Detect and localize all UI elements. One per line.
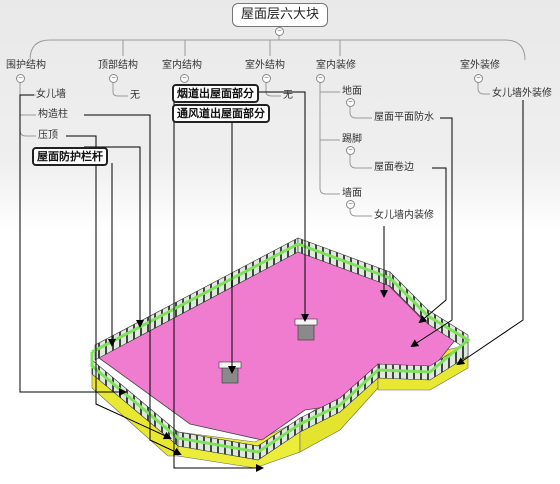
collapse-toggle-root[interactable]: −	[275, 27, 284, 36]
pointer-arrows	[19, 91, 524, 472]
collapse-toggle-indoor-structure[interactable]: −	[180, 74, 189, 83]
branch-node-outdoor-decoration[interactable]: 室外装修	[460, 60, 500, 71]
roof-model	[90, 237, 471, 469]
leaf-node-coping[interactable]: 压顶	[38, 130, 58, 141]
branch-node-outdoor-structure[interactable]: 室外结构	[245, 60, 285, 71]
branch-node-enclosure[interactable]: 围护结构	[6, 60, 46, 71]
leaf-node-floor[interactable]: 地面	[342, 86, 362, 97]
leaf-node-roof-waterproof[interactable]: 屋面平面防水	[374, 112, 434, 123]
collapse-toggle-top-structure[interactable]: −	[109, 74, 118, 83]
collapse-toggle-enclosure[interactable]: −	[16, 74, 25, 83]
callout-roof-guardrail[interactable]: 屋面防护栏杆	[32, 147, 108, 166]
leaf-node-skirting[interactable]: 踢脚	[342, 134, 362, 145]
collapse-toggle-outdoor-decoration[interactable]: −	[474, 74, 483, 83]
flue-shaft	[218, 361, 242, 384]
leaf-node-parapet-outer-finish[interactable]: 女儿墙外装修	[492, 88, 552, 99]
collapse-toggle-skirting[interactable]: −	[346, 146, 355, 155]
leaf-node-roof-upturn[interactable]: 屋面卷边	[374, 162, 414, 173]
parapet-top	[90, 242, 471, 454]
vent-shaft	[294, 318, 318, 341]
leaf-node-none-outdoor[interactable]: 无	[283, 90, 293, 101]
mindmap-connectors	[19, 32, 526, 217]
collapse-toggle-floor[interactable]: −	[346, 98, 355, 107]
callout-vent-above-roof[interactable]: 通风道出屋面部分	[172, 104, 270, 123]
collapse-toggle-outdoor-structure[interactable]: −	[262, 74, 271, 83]
branch-node-indoor-decoration[interactable]: 室内装修	[316, 60, 356, 71]
leaf-node-constructional-column[interactable]: 构造柱	[38, 109, 68, 120]
callout-flue-above-roof[interactable]: 烟道出屋面部分	[172, 84, 259, 103]
background-band	[0, 0, 560, 232]
root-node[interactable]: 屋面层六大块	[232, 3, 328, 27]
branch-node-top-structure[interactable]: 顶部结构	[98, 60, 138, 71]
collapse-toggle-indoor-decoration[interactable]: −	[316, 74, 325, 83]
branch-node-indoor-structure[interactable]: 室内结构	[162, 60, 202, 71]
leaf-node-wall[interactable]: 墙面	[342, 188, 362, 199]
leaf-node-none-top[interactable]: 无	[130, 90, 140, 101]
collapse-toggle-wall[interactable]: −	[346, 200, 355, 209]
leaf-node-parapet-inner-finish[interactable]: 女儿墙内装修	[374, 210, 434, 221]
leaf-node-parapet[interactable]: 女儿墙	[36, 89, 66, 100]
